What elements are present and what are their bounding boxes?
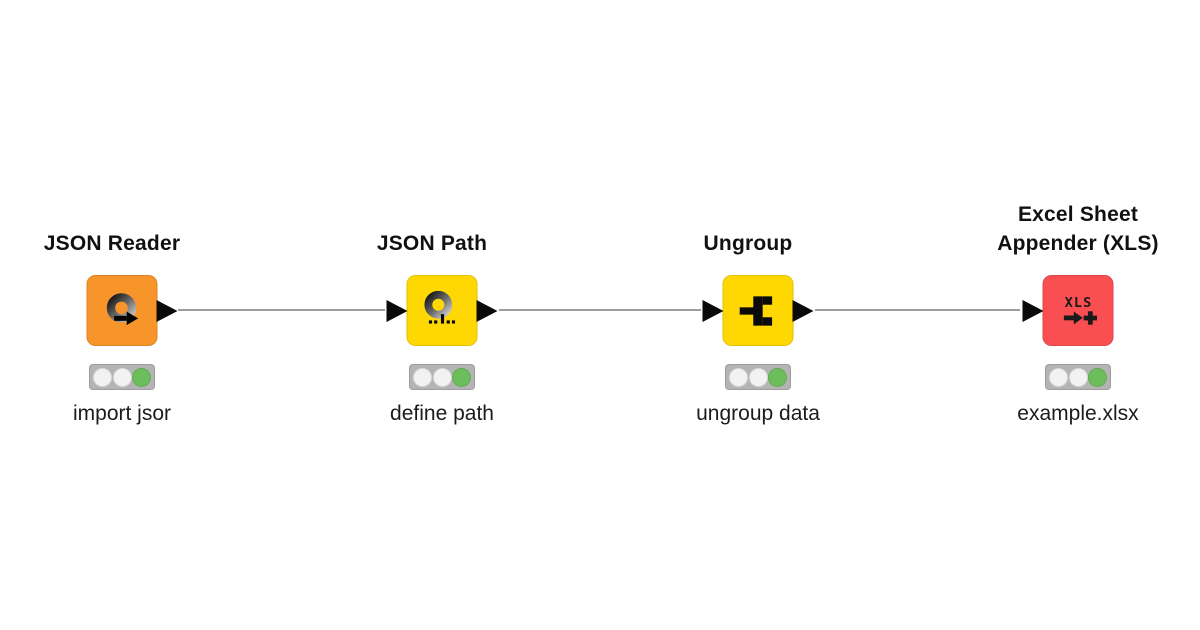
node-json-reader: JSON Reader import jsor — [22, 200, 222, 440]
svg-text:XLS: XLS — [1064, 294, 1092, 310]
traffic-light — [1045, 364, 1111, 390]
node-body-json-path[interactable] — [386, 275, 498, 346]
node-title: JSON Reader — [43, 232, 181, 255]
connection-json-path-to-ungroup[interactable] — [499, 309, 701, 311]
traffic-light — [409, 364, 475, 390]
json-path-icon — [423, 290, 455, 324]
status-light-red — [93, 367, 112, 387]
excel-appender-icon: XLS — [1063, 294, 1097, 325]
input-port[interactable] — [1022, 299, 1044, 322]
status-light-red — [729, 367, 748, 387]
status-light-green — [132, 367, 151, 387]
input-port[interactable] — [386, 299, 408, 322]
status-light-yellow — [748, 367, 768, 387]
input-port[interactable] — [702, 299, 724, 322]
connection-json-reader-to-json-path[interactable] — [178, 309, 385, 311]
status-light-yellow — [112, 367, 132, 387]
node-label[interactable]: example.xlsx — [1017, 402, 1139, 425]
traffic-light — [89, 364, 155, 390]
status-light-yellow — [1068, 367, 1088, 387]
node-label[interactable]: import jsor — [72, 402, 172, 425]
connection-ungroup-to-excel-appender[interactable] — [815, 309, 1020, 311]
node-body-excel-appender[interactable]: XLS — [1022, 275, 1114, 346]
node-ungroup: Ungroup ungroup data — [658, 200, 858, 440]
node-title: Ungroup — [703, 232, 793, 255]
status-light-red — [1049, 367, 1068, 387]
status-light-red — [413, 367, 432, 387]
status-light-green — [452, 367, 471, 387]
node-title: JSON Path — [376, 232, 488, 255]
node-label[interactable]: ungroup data — [696, 402, 820, 425]
node-title: Excel Sheet Appender (XLS) — [997, 203, 1159, 255]
output-port[interactable] — [476, 299, 498, 322]
status-light-green — [1088, 367, 1107, 387]
status-light-yellow — [432, 367, 452, 387]
status-light-green — [768, 367, 787, 387]
node-body-ungroup[interactable] — [702, 275, 814, 346]
traffic-light — [725, 364, 791, 390]
ungroup-icon — [739, 295, 772, 326]
node-json-path: JSON Path — [342, 200, 542, 440]
node-body-json-reader[interactable] — [86, 275, 178, 346]
node-excel-sheet-appender: Excel Sheet Appender (XLS) XLS example.x… — [978, 200, 1178, 440]
output-port[interactable] — [156, 299, 178, 322]
json-reader-icon — [106, 292, 138, 325]
node-label[interactable]: define path — [390, 402, 494, 425]
output-port[interactable] — [792, 299, 814, 322]
